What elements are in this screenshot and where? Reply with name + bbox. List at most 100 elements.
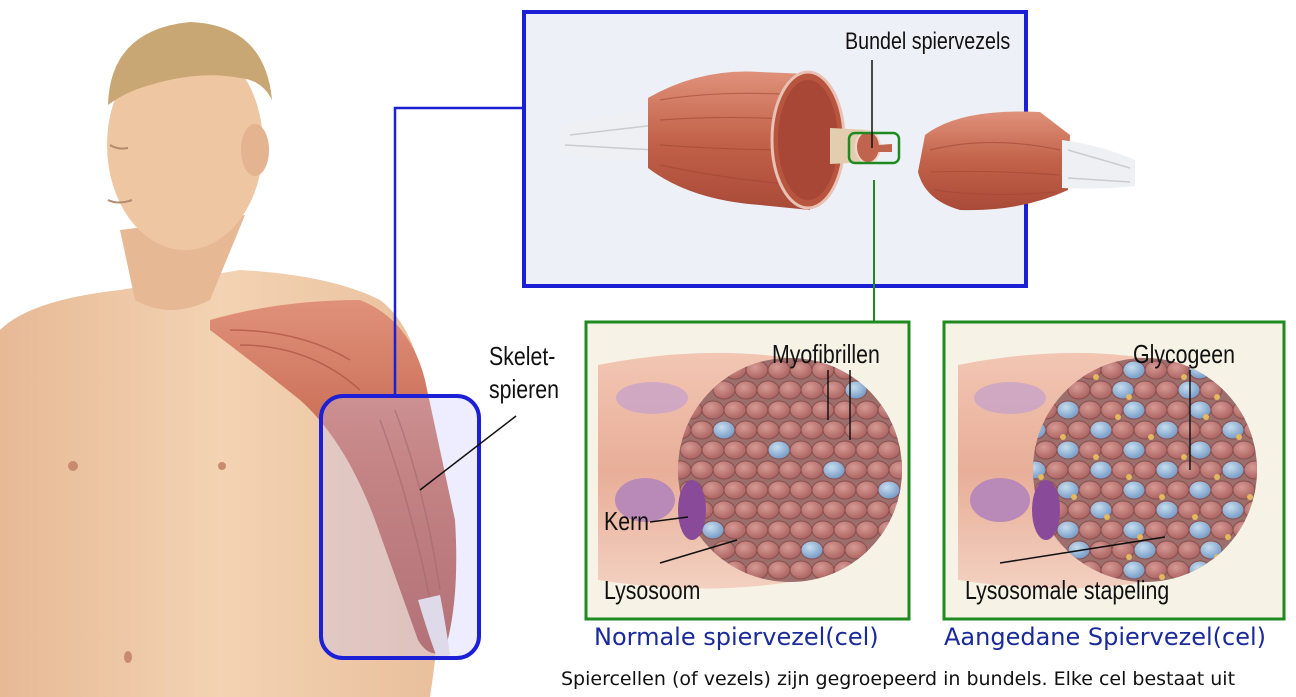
myofibril-shape (724, 521, 746, 539)
myofibril-shape (1211, 441, 1233, 459)
lysosome-shape (702, 521, 724, 539)
label-skeletal-line1: Skelet- (489, 341, 555, 372)
myofibril-shape (1035, 441, 1057, 459)
myofibril-shape (812, 521, 834, 539)
glycogen-granule (1137, 534, 1143, 540)
myofibril-shape (779, 381, 801, 399)
glycogen-granule (1225, 534, 1231, 540)
myofibril-shape (1112, 501, 1134, 519)
glycogen-granule (1071, 494, 1077, 500)
glycogen-granule (1104, 514, 1110, 520)
myofibril-shape (856, 481, 878, 499)
myofibril-shape (746, 521, 768, 539)
glycogen-granule (1038, 474, 1044, 480)
myofibril-shape (1167, 481, 1189, 499)
lysosome-shape (1156, 421, 1178, 439)
lysosome-shape (1134, 541, 1156, 559)
myofibril-shape (1068, 501, 1090, 519)
myofibril-shape (746, 441, 768, 459)
myofibril-shape (834, 441, 856, 459)
glycogen-granule (1148, 434, 1154, 440)
lysosome-shape (1178, 381, 1200, 399)
glycogen-granule (1247, 494, 1253, 500)
myofibril-shape (834, 481, 856, 499)
glycogen-granule (1126, 474, 1132, 480)
glycogen-granule (1181, 374, 1187, 380)
myofibril-shape (867, 461, 889, 479)
myofibril-shape (1200, 501, 1222, 519)
myofibril-shape (1079, 401, 1101, 419)
myofibril-shape (735, 421, 757, 439)
myofibril-shape (790, 441, 812, 459)
lysosome-shape (1189, 521, 1211, 539)
myofibril-shape (724, 441, 746, 459)
myofibril-shape (1167, 521, 1189, 539)
label-lysosomal-storage: Lysosomale stapeling (965, 575, 1169, 606)
lysosome-shape (1222, 501, 1244, 519)
myofibril-shape (1145, 401, 1167, 419)
myofibril-shape (1145, 521, 1167, 539)
glycogen-granule (1115, 414, 1121, 420)
myofibril-shape (757, 541, 779, 559)
myofibril-shape (856, 401, 878, 419)
myofibril-shape (845, 501, 867, 519)
myofibril-shape (779, 541, 801, 559)
myofibril-shape (768, 521, 790, 539)
myofibril-shape (1178, 461, 1200, 479)
glycogen-granule (1126, 394, 1132, 400)
myofibril-shape (757, 461, 779, 479)
myofibril-shape (735, 461, 757, 479)
glycogen-granule (1203, 414, 1209, 420)
myofibril-shape (878, 441, 900, 459)
myofibril-shape (735, 501, 757, 519)
myofibril-shape (790, 401, 812, 419)
myofibril-shape (735, 541, 757, 559)
myofibril-shape (702, 401, 724, 419)
myofibril-shape (1233, 441, 1255, 459)
myofibril-shape (801, 461, 823, 479)
glycogen-granule (1159, 494, 1165, 500)
myofibril-shape (1046, 461, 1068, 479)
lysosome-shape (1156, 501, 1178, 519)
lysosome-shape (801, 541, 823, 559)
myofibril-shape (713, 501, 735, 519)
myofibril-shape (1211, 401, 1233, 419)
lysosome-shape (1057, 441, 1079, 459)
caption-affected-fiber: Aangedane Spiervezel(cel) (944, 623, 1266, 651)
glycogen-granule (1214, 394, 1220, 400)
lysosome-shape (1123, 441, 1145, 459)
myofibril-shape (757, 501, 779, 519)
label-nucleus: Kern (604, 506, 649, 537)
myofibril-shape (713, 461, 735, 479)
myofibril-shape (1079, 521, 1101, 539)
myofibril-shape (1101, 481, 1123, 499)
lysosome-shape (1222, 461, 1244, 479)
myofibril-shape (834, 401, 856, 419)
myofibril-shape (1068, 461, 1090, 479)
myofibril-shape (823, 541, 845, 559)
myofibril-shape (1156, 541, 1178, 559)
myofibril-shape (812, 481, 834, 499)
lysosome-shape (1090, 421, 1112, 439)
myofibril-shape (735, 381, 757, 399)
myofibril-shape (1178, 541, 1200, 559)
myofibril-shape (856, 521, 878, 539)
myofibril-shape (1200, 421, 1222, 439)
myofibril-shape (1134, 381, 1156, 399)
myofibril-shape (1101, 441, 1123, 459)
glycogen-granule (1181, 454, 1187, 460)
lysosome-shape (713, 421, 735, 439)
myofibril-shape (691, 421, 713, 439)
myofibril-shape (801, 381, 823, 399)
myofibril-shape (1167, 401, 1189, 419)
myofibril-shape (867, 501, 889, 519)
myofibril-shape (812, 401, 834, 419)
myofibril-shape (1156, 381, 1178, 399)
myofibril-shape (1178, 421, 1200, 439)
myofibril-shape (790, 521, 812, 539)
lysosome-shape (878, 481, 900, 499)
myofibril-shape (757, 381, 779, 399)
lysosome-shape (1189, 481, 1211, 499)
myofibril-shape (1101, 521, 1123, 539)
glycogen-granule (1236, 434, 1242, 440)
